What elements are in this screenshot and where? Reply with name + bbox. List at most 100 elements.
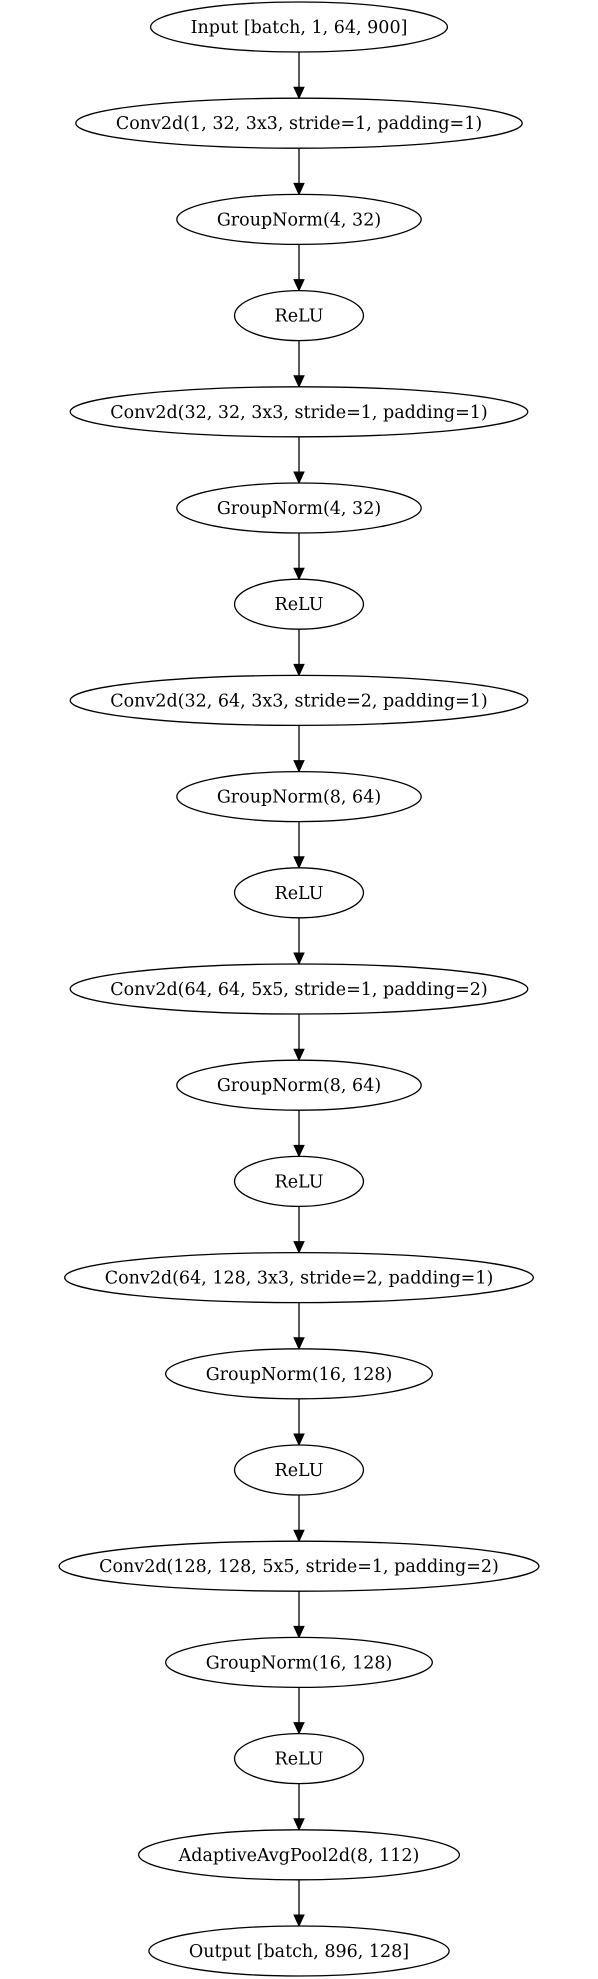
diagram-node: ReLU (233, 1155, 365, 1208)
node-label: Output [batch, 896, 128] (189, 1942, 409, 1962)
arrowhead (293, 663, 305, 677)
node-label: GroupNorm(4, 32) (217, 499, 381, 519)
node-label: Input [batch, 1, 64, 900] (191, 18, 408, 38)
node-ellipse (69, 674, 529, 727)
diagram-edge (293, 1014, 305, 1062)
arrowhead (293, 567, 305, 581)
node-ellipse (233, 289, 365, 342)
node-ellipse (64, 1251, 534, 1304)
node-label: GroupNorm(8, 64) (217, 1076, 381, 1096)
diagram-edge (293, 1687, 305, 1735)
diagram-edge (293, 1591, 305, 1639)
arrowhead (293, 86, 305, 100)
arrowhead (293, 1241, 305, 1254)
node-label: ReLU (275, 595, 324, 615)
node-label: GroupNorm(16, 128) (206, 1365, 393, 1385)
node-ellipse (69, 963, 529, 1015)
node-label: GroupNorm(4, 32) (217, 210, 381, 230)
diagram-node: GroupNorm(4, 32) (176, 482, 422, 534)
diagram-node: Conv2d(64, 64, 5x5, stride=1, padding=2) (69, 963, 529, 1015)
diagram-edge (293, 629, 305, 677)
diagram-edge (293, 533, 305, 581)
diagram-edge (293, 1206, 305, 1254)
node-label: Conv2d(1, 32, 3x3, stride=1, padding=1) (116, 114, 482, 134)
diagram-node: GroupNorm(8, 64) (176, 1059, 422, 1111)
node-ellipse (75, 97, 523, 149)
arrowhead (293, 952, 305, 966)
edges-layer (293, 52, 305, 1928)
diagram-edge (293, 1879, 305, 1928)
node-label: Conv2d(128, 128, 5x5, stride=1, padding=… (99, 1557, 499, 1577)
diagram-node: Output [batch, 896, 128] (148, 1925, 450, 1977)
diagram-node: ReLU (233, 867, 365, 919)
diagram-edge (293, 917, 305, 966)
diagram-node: Conv2d(128, 128, 5x5, stride=1, padding=… (58, 1540, 540, 1592)
diagram-edge (293, 725, 305, 773)
diagram-node: Input [batch, 1, 64, 900] (149, 1, 449, 53)
node-label: Conv2d(32, 32, 3x3, stride=1, padding=1) (110, 403, 488, 423)
node-ellipse (233, 578, 365, 630)
arrowhead (293, 856, 305, 870)
nodes-layer: Input [batch, 1, 64, 900] Conv2d(1, 32, 3… (58, 1, 540, 1977)
diagram-edge (293, 52, 305, 100)
diagram-edge (293, 1110, 305, 1158)
node-ellipse (176, 193, 422, 246)
diagram-node: Conv2d(1, 32, 3x3, stride=1, padding=1) (75, 97, 523, 149)
diagram-node: Conv2d(32, 64, 3x3, stride=2, padding=1) (69, 674, 529, 727)
node-label: GroupNorm(16, 128) (206, 1653, 393, 1673)
node-label: ReLU (275, 1750, 324, 1770)
node-label: Conv2d(64, 128, 3x3, stride=2, padding=1… (105, 1269, 494, 1289)
arrowhead (293, 1144, 305, 1158)
arrowhead (293, 471, 305, 485)
arrowhead (293, 1337, 305, 1351)
node-label: ReLU (275, 307, 324, 327)
node-ellipse (137, 1829, 461, 1881)
node-label: Conv2d(64, 64, 5x5, stride=1, padding=2) (110, 980, 488, 1000)
arrowhead (293, 1625, 305, 1639)
diagram-edge (293, 436, 305, 485)
node-ellipse (58, 1540, 540, 1592)
arrowhead (293, 1048, 305, 1062)
diagram-edge (293, 148, 305, 196)
arrowhead (293, 1722, 305, 1735)
arrowhead (293, 1529, 305, 1543)
diagram-node: ReLU (233, 1732, 365, 1785)
arrowhead (293, 760, 305, 773)
diagram-edge (293, 1398, 305, 1447)
diagram-edge (293, 244, 305, 292)
arrowhead (293, 1914, 305, 1928)
diagram-node: ReLU (233, 578, 365, 630)
node-ellipse (176, 1059, 422, 1111)
diagram-edge (293, 1302, 305, 1351)
diagram-node: ReLU (233, 289, 365, 342)
arrowhead (293, 1818, 305, 1832)
node-ellipse (233, 1155, 365, 1208)
diagram-edge (293, 821, 305, 870)
node-ellipse (176, 770, 422, 823)
diagram-edge (293, 340, 305, 389)
node-ellipse (233, 1444, 365, 1496)
arrowhead (293, 375, 305, 389)
node-ellipse (165, 1348, 433, 1400)
diagram-node: GroupNorm(8, 64) (176, 770, 422, 823)
diagram-node: Conv2d(64, 128, 3x3, stride=2, padding=1… (64, 1251, 534, 1304)
arrowhead (293, 279, 305, 292)
node-label: ReLU (275, 1461, 324, 1481)
arrowhead (293, 182, 305, 196)
node-label: AdaptiveAvgPool2d(8, 112) (178, 1846, 420, 1866)
node-ellipse (233, 1732, 365, 1785)
diagram-node: GroupNorm(16, 128) (165, 1348, 433, 1400)
arrowhead (293, 1433, 305, 1447)
diagram-node: GroupNorm(4, 32) (176, 193, 422, 246)
node-label: GroupNorm(8, 64) (217, 788, 381, 808)
node-ellipse (69, 386, 529, 438)
node-ellipse (233, 867, 365, 919)
node-ellipse (149, 1, 449, 53)
node-label: Conv2d(32, 64, 3x3, stride=2, padding=1) (110, 691, 488, 711)
node-label: ReLU (275, 1172, 324, 1192)
diagram-edge (293, 1783, 305, 1832)
node-ellipse (148, 1925, 450, 1977)
node-ellipse (165, 1636, 433, 1689)
diagram-edge (293, 1495, 305, 1543)
